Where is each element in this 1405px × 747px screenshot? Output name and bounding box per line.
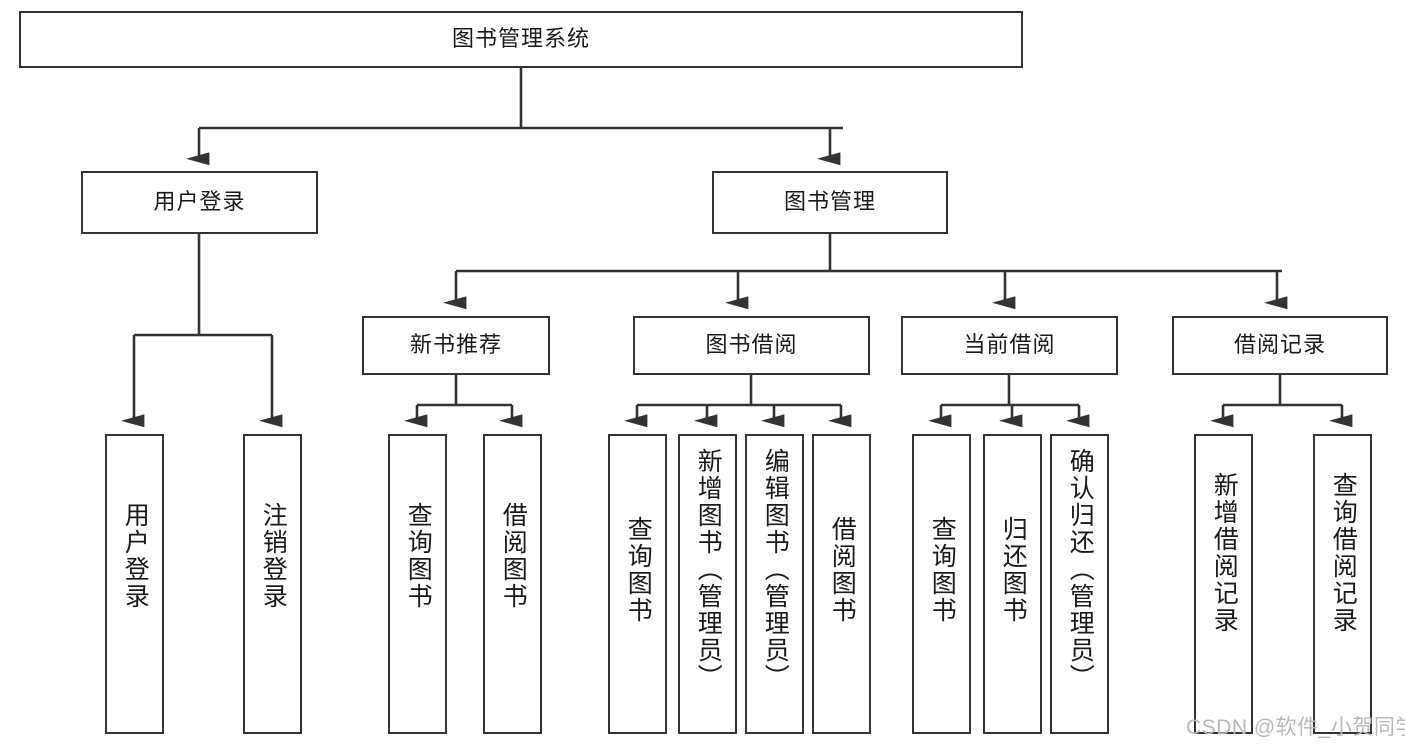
node-borrow-record-label: 借阅记录 <box>1233 332 1326 358</box>
node-book-borrow-label: 图书借阅 <box>705 332 798 358</box>
leaf-add-borrow-record-label: 新增借阅记录 <box>1210 472 1239 634</box>
leaf-confirm-return-admin[interactable]: 确认归还（管理员） <box>1050 434 1109 734</box>
leaf-return-book-label: 归还图书 <box>999 516 1028 624</box>
leaf-borrow-book-1[interactable]: 借阅图书 <box>483 434 542 734</box>
leaf-add-book-admin[interactable]: 新增图书（管理员） <box>678 434 737 734</box>
node-new-book-recommend[interactable]: 新书推荐 <box>362 316 550 375</box>
leaf-add-borrow-record[interactable]: 新增借阅记录 <box>1194 434 1253 734</box>
leaf-query-book-2-label: 查询图书 <box>624 516 653 624</box>
leaf-return-book[interactable]: 归还图书 <box>983 434 1042 734</box>
leaf-logout-login[interactable]: 注销登录 <box>243 434 302 734</box>
leaf-query-borrow-record[interactable]: 查询借阅记录 <box>1313 434 1372 734</box>
node-borrow-record[interactable]: 借阅记录 <box>1172 316 1388 375</box>
node-new-book-recommend-label: 新书推荐 <box>409 332 502 358</box>
leaf-edit-book-admin[interactable]: 编辑图书（管理员） <box>745 434 804 734</box>
leaf-edit-book-admin-label: 编辑图书（管理员） <box>761 448 790 691</box>
leaf-user-login[interactable]: 用户登录 <box>105 434 164 734</box>
node-current-borrow-label: 当前借阅 <box>963 332 1056 358</box>
node-book-borrow[interactable]: 图书借阅 <box>633 316 870 375</box>
leaf-query-book-2[interactable]: 查询图书 <box>608 434 667 734</box>
leaf-query-book-1[interactable]: 查询图书 <box>388 434 447 734</box>
leaf-confirm-return-admin-label: 确认归还（管理员） <box>1066 448 1095 691</box>
leaf-borrow-book-2-label: 借阅图书 <box>828 516 857 624</box>
leaf-user-login-label: 用户登录 <box>121 502 150 610</box>
node-book-management-label: 图书管理 <box>783 189 876 215</box>
leaf-query-book-1-label: 查询图书 <box>404 502 433 610</box>
node-user-login-label: 用户登录 <box>153 189 246 215</box>
leaf-borrow-book-1-label: 借阅图书 <box>499 502 528 610</box>
node-root[interactable]: 图书管理系统 <box>19 11 1023 68</box>
leaf-borrow-book-2[interactable]: 借阅图书 <box>812 434 871 734</box>
node-user-login[interactable]: 用户登录 <box>81 171 318 234</box>
node-book-management[interactable]: 图书管理 <box>712 171 948 234</box>
leaf-logout-login-label: 注销登录 <box>259 502 288 610</box>
leaf-query-book-3-label: 查询图书 <box>928 516 957 624</box>
leaf-add-book-admin-label: 新增图书（管理员） <box>694 448 723 691</box>
leaf-query-borrow-record-label: 查询借阅记录 <box>1329 472 1358 634</box>
leaf-query-book-3[interactable]: 查询图书 <box>912 434 971 734</box>
node-current-borrow[interactable]: 当前借阅 <box>901 316 1118 375</box>
csdn-watermark: CSDN @软件_小贺同学 <box>1186 716 1405 739</box>
node-root-label: 图书管理系统 <box>451 26 590 52</box>
